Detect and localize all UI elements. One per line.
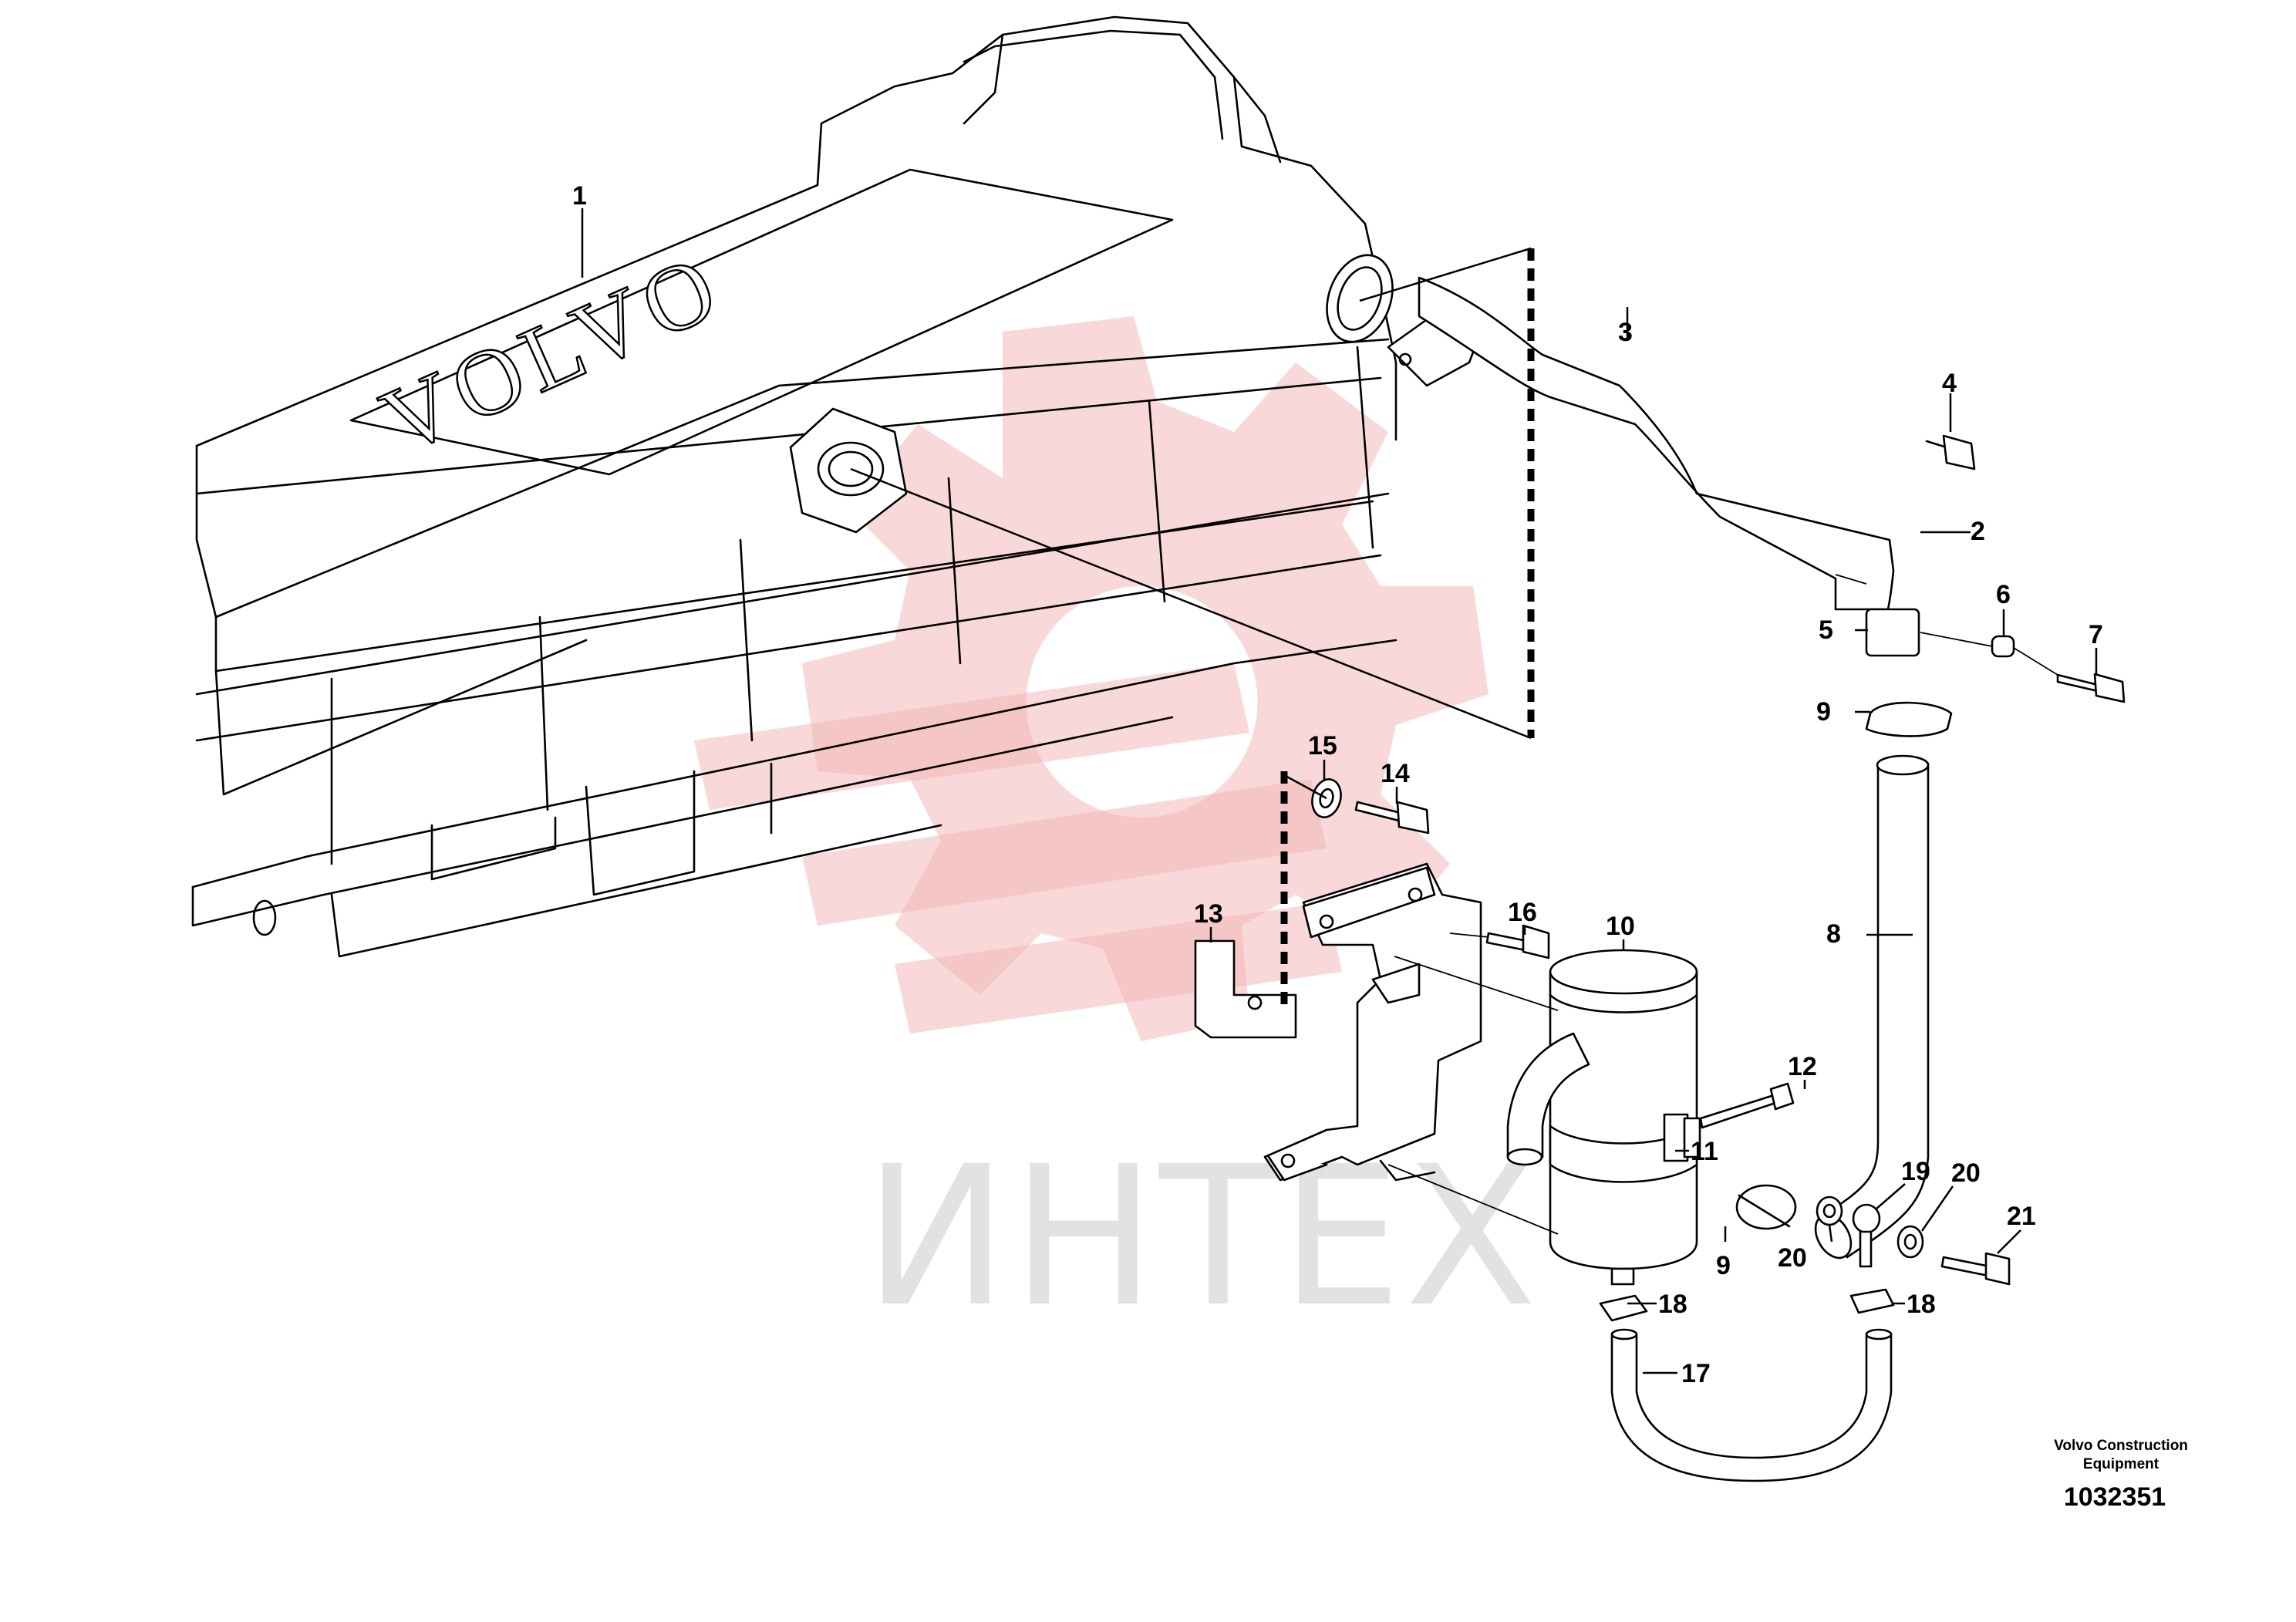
bolt-part-16 <box>1485 932 1529 952</box>
document-number: 1032351 <box>2064 1482 2166 1512</box>
callout-11: 11 <box>1691 1137 1718 1166</box>
bolt-part-12 <box>1699 1094 1777 1129</box>
watermark-bar-2 <box>802 779 1327 926</box>
credit-line-1: Volvo Construction <box>2054 1438 2188 1454</box>
drain-hose-part-17 <box>1610 1333 1893 1482</box>
callout-14: 14 <box>1381 759 1410 788</box>
hose-part-8 <box>1822 762 1930 1259</box>
clip-part-18-left <box>1599 1294 1648 1322</box>
spacer-part-6 <box>1991 635 2015 658</box>
watermark-bar-1 <box>694 663 1249 810</box>
washer-part-20-right <box>1896 1225 1924 1259</box>
callout-2: 2 <box>1971 517 1985 546</box>
sleeve-part-5 <box>1865 608 1920 657</box>
bracket-assembly <box>1194 778 1550 1182</box>
callout-3: 3 <box>1618 318 1633 347</box>
callout-17: 17 <box>1681 1359 1711 1388</box>
callout-19: 19 <box>1901 1157 1930 1186</box>
bracket-part-13 <box>1194 939 1297 1039</box>
callout-10: 10 <box>1606 912 1635 941</box>
callout-1: 1 <box>572 181 587 211</box>
callout-21: 21 <box>2007 1202 2036 1231</box>
callout-7: 7 <box>2089 620 2103 649</box>
callout-16: 16 <box>1508 898 1537 927</box>
callout-18-left: 18 <box>1658 1290 1687 1319</box>
leader-lines <box>581 208 2098 1374</box>
callout-9-lower: 9 <box>1716 1251 1731 1280</box>
callout-20-left: 20 <box>1778 1243 1807 1273</box>
drain-assembly <box>1599 1195 2011 1482</box>
oil-separator-assembly <box>1387 949 1797 1286</box>
washer-part-20-left <box>1816 1195 1843 1226</box>
bolt-part-7 <box>2056 673 2099 693</box>
callout-12: 12 <box>1788 1052 1817 1081</box>
band-clamp-part-11 <box>1549 1125 1698 1183</box>
hose-part-8-end <box>1876 754 1930 776</box>
bolt-part-21 <box>1940 1256 1991 1277</box>
callout-20-right: 20 <box>1951 1158 1981 1188</box>
cover-logo-text: VOLVO <box>367 233 737 474</box>
breather-pipe-part-2 <box>1418 276 1895 611</box>
clamp-part-9-lower <box>1735 1184 1797 1230</box>
callout-5: 5 <box>1819 615 1833 645</box>
breather-pipe-assembly <box>1326 254 2126 1259</box>
clamp-part-9-upper <box>1865 701 1953 737</box>
watermark-logo: ИНТЕХ <box>694 316 1540 1349</box>
credit-block: Volvo Construction Equipment 1032351 <box>2054 1438 2188 1512</box>
callout-labels: 1 2 3 4 5 6 7 8 9 9 10 11 12 13 14 15 16… <box>572 181 2103 1388</box>
callout-6: 6 <box>1996 580 2011 609</box>
callout-15: 15 <box>1308 731 1337 760</box>
credit-line-2: Equipment <box>2083 1456 2159 1472</box>
watermark-bar-3 <box>895 902 1342 1034</box>
watermark-text: ИНТЕХ <box>864 1125 1540 1349</box>
callout-8: 8 <box>1826 919 1841 949</box>
callout-13: 13 <box>1194 899 1223 929</box>
gasket-part-3 <box>1326 254 1394 343</box>
clip-part-18-right <box>1849 1288 1895 1314</box>
callout-9-upper: 9 <box>1816 697 1831 727</box>
callout-18-right: 18 <box>1907 1290 1936 1319</box>
callout-4: 4 <box>1942 369 1957 398</box>
